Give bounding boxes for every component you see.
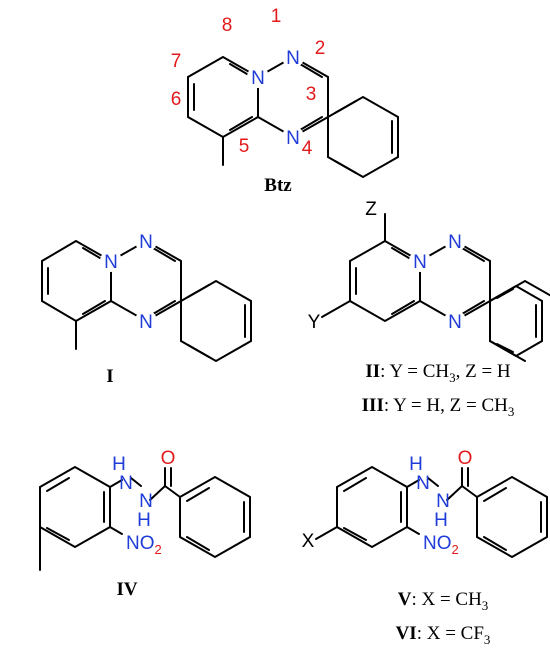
ii-substituent-z: Z <box>365 199 377 220</box>
locant-7: 7 <box>171 51 182 72</box>
btz-n1: N <box>251 68 265 89</box>
btz-atom-labels: N N N <box>247 46 304 149</box>
v-nh-n: N <box>416 473 430 494</box>
v-nitro: NO2 <box>423 533 459 557</box>
iv-bonds <box>39 465 251 571</box>
ii-substituent-y: Y <box>308 312 321 333</box>
label-iv: IV <box>116 579 137 600</box>
locant-8: 8 <box>222 15 233 36</box>
locant-3: 3 <box>306 84 317 105</box>
structure-i: N N N I <box>41 230 252 387</box>
locant-5: 5 <box>239 136 250 157</box>
iv-nitro: NO2 <box>126 533 162 557</box>
structure-v-vi: H N N H O NO2 X V: X = CH3 VI: X = CF3 <box>302 448 548 647</box>
btz-n4: N <box>286 128 300 149</box>
ii-n2: N <box>448 232 462 253</box>
v-substituent-x: X <box>302 531 315 552</box>
locant-6: 6 <box>171 89 182 110</box>
v-bonds <box>315 465 548 559</box>
structure-iv: H N N H O NO2 IV <box>39 448 251 600</box>
locant-4: 4 <box>302 138 313 159</box>
locant-2: 2 <box>315 38 326 59</box>
ii-phenyl <box>489 284 543 358</box>
label-v: V: X = CH3 <box>398 589 489 613</box>
v-nh-h: H <box>409 454 423 475</box>
iv-carbonyl-o: O <box>161 448 176 469</box>
iv-nh-n: N <box>119 473 133 494</box>
v-nh2-n: N <box>436 491 450 512</box>
locant-1: 1 <box>271 6 282 27</box>
btz-n2: N <box>286 48 300 69</box>
label-ii: II: Y = CH3, Z = H <box>365 361 511 385</box>
v-carbonyl-o: O <box>458 448 473 469</box>
btz-bonds <box>187 55 399 179</box>
ii-n4: N <box>448 312 462 333</box>
iv-nh2-h: H <box>137 510 151 531</box>
structure-ii-iii: N N N Z Y II: Y = CH3, Z = H III: Y = H,… <box>308 199 550 419</box>
ii-bonds <box>321 213 550 362</box>
v-nh2-h: H <box>434 510 448 531</box>
iv-nh-h: H <box>112 454 126 475</box>
i-n1: N <box>104 252 118 273</box>
i-n4: N <box>139 312 153 333</box>
label-iii: III: Y = H, Z = CH3 <box>362 395 515 419</box>
label-i: I <box>106 366 113 387</box>
iv-nh2-n: N <box>139 491 153 512</box>
i-bonds <box>41 239 252 363</box>
ii-n1: N <box>413 252 427 273</box>
structure-btz: N N N 1 2 3 4 5 6 7 8 Btz <box>171 6 399 196</box>
label-vi: VI: X = CF3 <box>396 623 491 647</box>
btz-locants: 1 2 3 4 5 6 7 8 <box>171 6 326 159</box>
label-btz: Btz <box>264 175 292 196</box>
i-n2: N <box>139 232 153 253</box>
